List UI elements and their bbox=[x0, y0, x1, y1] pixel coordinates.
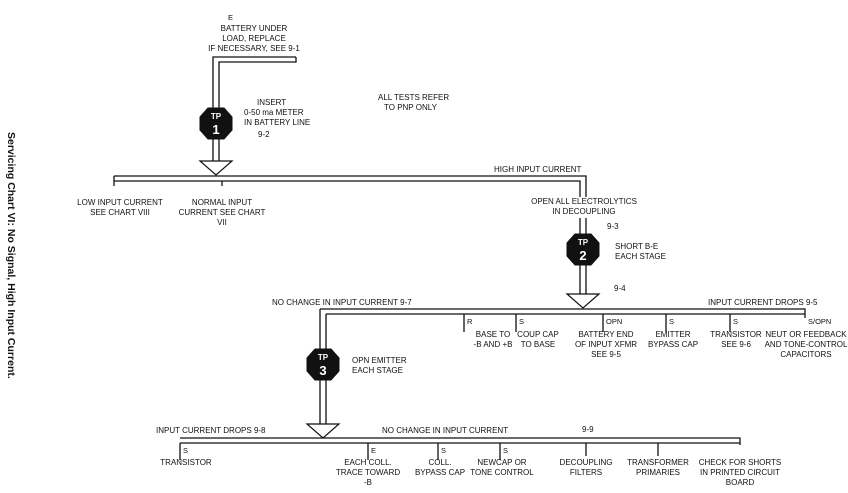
level3-item-6-line-2: PRIMARIES bbox=[636, 468, 680, 477]
level3-item-2-line-2: TRACE TOWARD bbox=[336, 468, 401, 477]
level3-item-3-line-2: BYPASS CAP bbox=[415, 468, 465, 477]
level2-item-5-line-2: SEE 9-6 bbox=[721, 340, 751, 349]
level3-item-4-line-2: TONE CONTROL bbox=[470, 468, 534, 477]
level2-item-5-tag: S bbox=[733, 317, 738, 326]
level2-item-6-line-1: NEUT OR FEEDBACK bbox=[765, 330, 847, 339]
open-electrolytics-line-1: OPEN ALL ELECTROLYTICS bbox=[531, 197, 637, 206]
arrow-3 bbox=[305, 423, 341, 439]
tp2-line-2: EACH STAGE bbox=[615, 252, 666, 261]
tp3-number: 3 bbox=[319, 363, 326, 378]
level1-bar: HIGH INPUT CURRENT bbox=[113, 165, 587, 197]
level2-item-2-line-1: COUP CAP bbox=[517, 330, 559, 339]
level3-item-5-line-1: DECOUPLING bbox=[560, 458, 613, 467]
level3-left-header: INPUT CURRENT DROPS 9-8 bbox=[156, 426, 266, 435]
level2-item-3-line-3: SEE 9-5 bbox=[591, 350, 621, 359]
open-electrolytics-ref: 9-3 bbox=[607, 222, 619, 231]
tests-note-line-1: ALL TESTS REFER bbox=[378, 93, 449, 102]
tests-note: ALL TESTS REFER TO PNP ONLY bbox=[378, 93, 449, 112]
level3-item-1-line-1: TRANSISTOR bbox=[160, 458, 212, 467]
top-note-line-3: IF NECESSARY, SEE 9-1 bbox=[208, 44, 300, 53]
low-current-line-2: SEE CHART VIII bbox=[90, 208, 150, 217]
level2-item-3-tag: OPN bbox=[606, 317, 622, 326]
open-electrolytics-line-2: IN DECOUPLING bbox=[552, 207, 615, 216]
level3-item-2-tag: E bbox=[371, 446, 376, 455]
level2-item-6-tag: S/OPN bbox=[808, 317, 831, 326]
level2-right-header: INPUT CURRENT DROPS 9-5 bbox=[708, 298, 818, 307]
level2-item-5-line-1: TRANSISTOR bbox=[710, 330, 762, 339]
level3-items: S TRANSISTOR E EACH COLL. TRACE TOWARD -… bbox=[160, 443, 781, 487]
level2-item-4-tag: S bbox=[669, 317, 674, 326]
tp2-line-1: SHORT B-E bbox=[615, 242, 658, 251]
level3-right-ref: 9-9 bbox=[582, 425, 594, 434]
level2-item-2-line-2: TO BASE bbox=[521, 340, 556, 349]
level2-item-1-line-1: BASE TO bbox=[476, 330, 510, 339]
tp1-note: INSERT 0-50 ma METER IN BATTERY LINE 9-2 bbox=[244, 98, 310, 139]
tp1-marker: TP 1 bbox=[199, 107, 233, 140]
top-note-line-2: LOAD, REPLACE bbox=[222, 34, 286, 43]
level2-item-1-tag: R bbox=[467, 317, 473, 326]
level3-item-7-line-1: CHECK FOR SHORTS bbox=[699, 458, 782, 467]
level2-item-3-line-1: BATTERY END bbox=[578, 330, 633, 339]
tests-note-line-2: TO PNP ONLY bbox=[384, 103, 438, 112]
tp3-line-1: OPN EMITTER bbox=[352, 356, 407, 365]
level3-item-7-line-3: BOARD bbox=[726, 478, 755, 487]
level3-item-4-line-1: NEWCAP OR bbox=[477, 458, 526, 467]
level3-item-2-line-1: EACH COLL. bbox=[344, 458, 392, 467]
top-note-tag: E bbox=[228, 13, 233, 22]
arrow-2 bbox=[565, 265, 601, 309]
tp2-ref: 9-4 bbox=[614, 284, 626, 293]
normal-current-line-3: VII bbox=[217, 218, 227, 227]
level2-item-6-line-2: AND TONE-CONTROL bbox=[765, 340, 848, 349]
level3-item-7-line-2: IN PRINTED CIRCUIT bbox=[700, 468, 780, 477]
tp1-number: 1 bbox=[212, 122, 219, 137]
level3-item-6-line-1: TRANSFORMER bbox=[627, 458, 689, 467]
level1-header: HIGH INPUT CURRENT bbox=[494, 165, 582, 174]
tp2-number: 2 bbox=[579, 248, 586, 263]
top-note: E BATTERY UNDER LOAD, REPLACE IF NECESSA… bbox=[208, 13, 300, 53]
tp1-label: TP bbox=[211, 112, 222, 121]
tp1-line-1: INSERT bbox=[257, 98, 286, 107]
top-note-line-1: BATTERY UNDER bbox=[221, 24, 288, 33]
level3-item-3-tag: S bbox=[441, 446, 446, 455]
level3-item-3-line-1: COLL. bbox=[428, 458, 451, 467]
arrow-1 bbox=[198, 140, 234, 176]
tp3-marker: TP 3 bbox=[306, 348, 340, 381]
tp1-line-2: 0-50 ma METER bbox=[244, 108, 304, 117]
level3-item-2-line-3: -B bbox=[364, 478, 372, 487]
level2-items: R BASE TO -B AND +B S COUP CAP TO BASE O… bbox=[463, 314, 848, 359]
low-current-line-1: LOW INPUT CURRENT bbox=[77, 198, 163, 207]
level2-item-4-line-2: BYPASS CAP bbox=[648, 340, 698, 349]
tp3-line-2: EACH STAGE bbox=[352, 366, 403, 375]
normal-current-line-1: NORMAL INPUT bbox=[192, 198, 252, 207]
side-title: Servicing Chart VI: No Signal, High Inpu… bbox=[5, 132, 17, 379]
level3-bar: INPUT CURRENT DROPS 9-8 NO CHANGE IN INP… bbox=[156, 425, 741, 445]
level2-item-6-line-3: CAPACITORS bbox=[780, 350, 831, 359]
level2-item-4-line-1: EMITTER bbox=[655, 330, 690, 339]
tp2-marker: TP 2 bbox=[566, 233, 600, 266]
tp2-label: TP bbox=[578, 238, 589, 247]
tp3-label: TP bbox=[318, 353, 329, 362]
level2-item-1-line-2: -B AND +B bbox=[474, 340, 513, 349]
level2-item-3-line-2: OF INPUT XFMR bbox=[575, 340, 637, 349]
level3-right-header: NO CHANGE IN INPUT CURRENT bbox=[382, 426, 508, 435]
level3-item-1-tag: S bbox=[183, 446, 188, 455]
level3-item-5-line-2: FILTERS bbox=[570, 468, 602, 477]
tp1-line-3: IN BATTERY LINE bbox=[244, 118, 310, 127]
level3-item-4-tag: S bbox=[503, 446, 508, 455]
level2-left-header: NO CHANGE IN INPUT CURRENT 9-7 bbox=[272, 298, 412, 307]
normal-current-line-2: CURRENT SEE CHART bbox=[179, 208, 266, 217]
tp1-ref: 9-2 bbox=[258, 130, 270, 139]
level2-item-2-tag: S bbox=[519, 317, 524, 326]
